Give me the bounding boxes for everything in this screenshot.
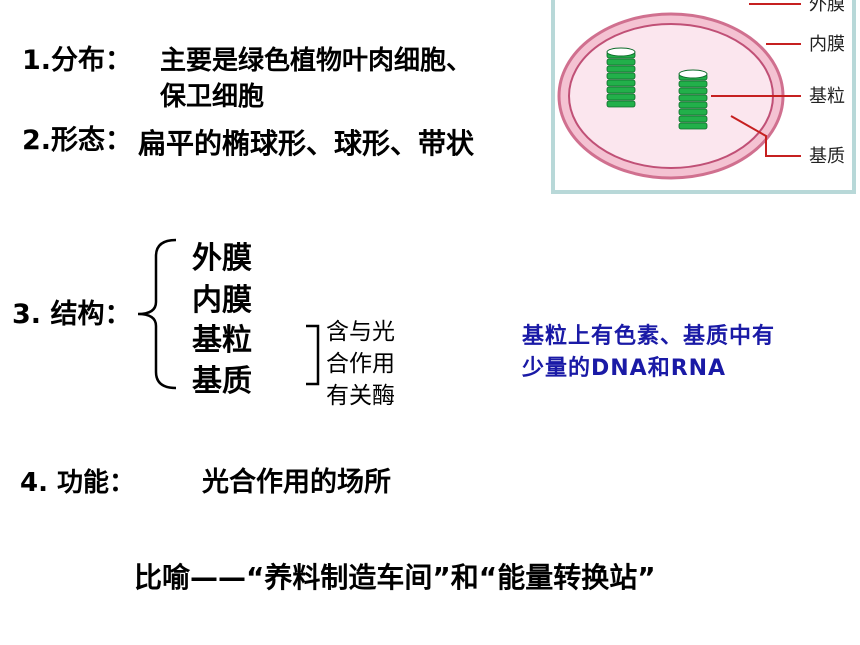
function-label: 4. 功能：	[20, 468, 136, 498]
diagram-label-outer: 外膜	[809, 0, 845, 15]
enzyme-line2: 合作用	[326, 351, 395, 377]
thylakoid-disc	[606, 65, 636, 73]
granum-top	[678, 69, 708, 79]
thylakoid-disc	[678, 108, 708, 116]
thylakoid-disc	[678, 80, 708, 88]
structure-part-stroma: 基质	[192, 364, 252, 399]
thylakoid-disc	[606, 72, 636, 80]
structure-part-granum: 基粒	[192, 323, 252, 358]
distribution-line1: 主要是绿色植物叶肉细胞、	[160, 46, 473, 76]
enzyme-line3: 有关酶	[326, 383, 395, 409]
thylakoid-disc	[606, 93, 636, 101]
function-text: 光合作用的场所	[202, 467, 391, 498]
structure-part-outer: 外膜	[192, 241, 252, 276]
thylakoid-disc	[678, 115, 708, 123]
diagram-label-inner: 内膜	[809, 34, 845, 55]
structure-label: 3. 结构：	[12, 299, 132, 330]
distribution-label: 1.分布：	[22, 45, 133, 76]
enzyme-line1: 含与光	[326, 319, 395, 345]
morphology-text: 扁平的椭球形、球形、带状	[138, 127, 475, 160]
stroma-pointer-line	[730, 115, 801, 157]
granum-top	[606, 47, 636, 57]
structure-note-line1: 基粒上有色素、基质中有	[522, 324, 776, 349]
thylakoid-disc	[678, 87, 708, 95]
thylakoid-disc	[606, 79, 636, 87]
thylakoid-disc	[678, 94, 708, 102]
thylakoid-disc	[606, 58, 636, 66]
diagram-label-granum: 基粒	[809, 86, 845, 107]
granum-right	[678, 69, 708, 130]
distribution-line2: 保卫细胞	[160, 82, 265, 112]
granum-left	[606, 47, 636, 108]
structure-note-line2: 少量的DNA和RNA	[522, 356, 727, 381]
diagram-label-stroma: 基质	[809, 146, 845, 167]
chloroplast-diagram: 外膜 内膜 基粒 基质	[551, 0, 856, 194]
metaphor-text: 比喻——“养料制造车间”和“能量转换站”	[134, 561, 656, 594]
thylakoid-disc	[678, 101, 708, 109]
structure-part-inner: 内膜	[192, 283, 252, 318]
morphology-label: 2.形态：	[22, 125, 133, 156]
enzyme-bracket	[306, 324, 320, 386]
thylakoid-disc	[606, 100, 636, 108]
structure-brace	[137, 238, 177, 390]
thylakoid-disc	[606, 86, 636, 94]
chloroplast-svg: 外膜 内膜 基粒 基质	[551, 0, 856, 194]
thylakoid-disc	[678, 122, 708, 130]
